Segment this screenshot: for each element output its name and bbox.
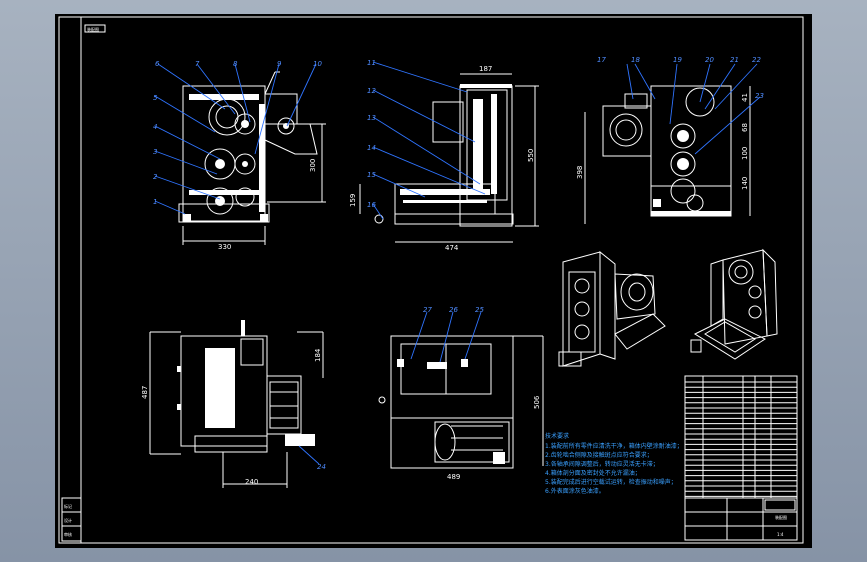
callout-2: 2	[153, 173, 158, 181]
callout-24: 24	[317, 463, 326, 471]
view-side: 187 550 159 474 11 12 13 14 15 16	[349, 59, 539, 252]
view3-dim-4: 140	[741, 177, 749, 190]
parts-list	[684, 375, 798, 499]
callout-10: 10	[313, 60, 322, 68]
view3-dim-1: 41	[741, 93, 749, 102]
view-bottom: 506 489 27 26 25	[378, 306, 544, 481]
callout-5: 5	[153, 94, 158, 102]
view2-height-dim: 550	[527, 149, 535, 162]
callout-1: 1	[153, 198, 157, 206]
title-tag: 装配图	[87, 26, 99, 32]
view2-left-dim: 159	[349, 194, 357, 207]
notes-line-5: 5.装配完成后进行空载试运转，检查振动和噪声；	[545, 478, 677, 486]
callout-12: 12	[367, 87, 376, 95]
callout-18: 18	[631, 56, 640, 64]
iso-view-1	[558, 250, 666, 367]
notes-heading: 技术要求	[545, 432, 569, 440]
notes-line-3: 3.各轴承间隙调整后，转动应灵活无卡滞；	[545, 460, 659, 468]
notes-line-4: 4.箱体剖分面及密封处不允许漏油；	[545, 469, 641, 477]
title-tag-box	[84, 24, 106, 33]
callout-14: 14	[367, 144, 376, 152]
technical-notes: 技术要求 1.装配前所有零件应清洗干净，箱体内壁涂耐油漆； 2.齿轮啮合侧隙及接…	[545, 432, 683, 495]
notes-line-6: 6.外表面涂灰色油漆。	[545, 487, 605, 495]
callout-23: 23	[755, 92, 764, 100]
view4-width-dim: 240	[245, 478, 258, 486]
callout-11: 11	[367, 59, 376, 67]
view-top: 487 184 240 24	[141, 320, 326, 488]
view3-dim-2: 68	[741, 123, 749, 132]
callout-26: 26	[449, 306, 458, 314]
title-block-scale: 1:4	[777, 532, 784, 537]
callout-21: 21	[730, 56, 739, 64]
callout-19: 19	[673, 56, 682, 64]
strip-cell-1: 标记	[64, 503, 72, 509]
view4-right-dim: 184	[314, 348, 322, 362]
callout-16: 16	[367, 201, 376, 209]
view2-top-dim: 187	[479, 65, 492, 73]
callout-9: 9	[277, 60, 282, 68]
view5-right-dim: 506	[533, 395, 541, 409]
drawing-canvas: 装配图 标记 设计 审核 330 300	[58, 16, 804, 544]
callout-25: 25	[475, 306, 484, 314]
view5-width-dim: 489	[447, 473, 460, 481]
view3-left-dim: 398	[576, 166, 584, 179]
sheet-border	[58, 16, 804, 544]
inner-border	[80, 16, 804, 544]
callout-22: 22	[752, 56, 761, 64]
strip-cell-2: 设计	[64, 517, 72, 523]
notes-line-1: 1.装配前所有零件应清洗干净，箱体内壁涂耐油漆；	[545, 442, 683, 450]
view2-width-dim: 474	[445, 244, 459, 252]
view-right: 398 41 68 100 140 17 18 19 20 21 22 23	[576, 56, 764, 224]
callout-4: 4	[153, 123, 157, 131]
view1-width-dim: 330	[218, 243, 231, 251]
view4-left-dim: 487	[141, 386, 149, 399]
iso-view-2	[690, 248, 778, 360]
callout-17: 17	[597, 56, 606, 64]
strip-cell-3: 审核	[64, 531, 72, 537]
callout-20: 20	[705, 56, 714, 64]
callout-7: 7	[195, 60, 200, 68]
view-front: 330 300 6 7 8 9 10 5 4 3 2 1	[153, 60, 326, 251]
view3-dim-3: 100	[741, 147, 749, 160]
left-strip: 标记 设计 审核	[61, 497, 82, 542]
callout-13: 13	[367, 114, 376, 122]
drawing-sheet: 装配图 标记 设计 审核 330 300	[55, 14, 812, 548]
view1-height-dim: 300	[309, 159, 317, 172]
callout-3: 3	[153, 148, 157, 156]
callout-15: 15	[367, 171, 376, 179]
notes-line-2: 2.齿轮啮合侧隙及接触斑点应符合要求；	[545, 451, 653, 459]
callout-8: 8	[233, 60, 238, 68]
callout-6: 6	[155, 60, 160, 68]
title-block-name: 装配图	[775, 514, 787, 520]
callout-27: 27	[423, 306, 432, 314]
title-block: 装配图 1:4	[684, 497, 798, 541]
